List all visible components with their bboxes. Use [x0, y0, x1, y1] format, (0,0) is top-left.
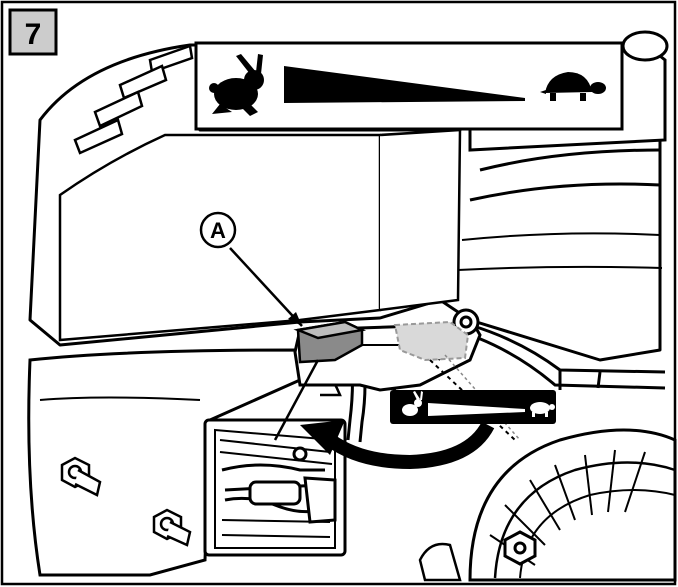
speed-indicator-panel — [194, 41, 624, 131]
air-cleaner-face — [58, 128, 462, 342]
turtle-icon — [540, 72, 606, 101]
bolt-left — [60, 456, 102, 497]
recoil-starter — [468, 428, 677, 582]
step-number: 7 — [25, 18, 42, 51]
callout-a: A — [199, 211, 303, 327]
bolt-center — [152, 508, 192, 547]
rabbit-icon-small — [402, 391, 423, 416]
shroud-ribs — [73, 44, 194, 155]
rabbit-icon — [209, 54, 264, 116]
speed-wedge — [284, 66, 525, 103]
throttle-lever-slow-position — [393, 320, 470, 362]
leader-line — [273, 359, 320, 441]
lower-part — [418, 542, 462, 582]
throttle-lever — [293, 320, 367, 364]
engine-crankcase — [27, 348, 302, 577]
step-badge: 7 — [8, 8, 58, 56]
curved-arrow-icon — [300, 420, 495, 470]
right-linkage — [469, 323, 666, 390]
throttle-label-strip — [390, 390, 556, 424]
speed-wedge-small — [428, 403, 525, 416]
turtle-icon-small — [530, 402, 555, 417]
callout-a-label: A — [210, 218, 226, 243]
governor-housing — [203, 418, 347, 557]
